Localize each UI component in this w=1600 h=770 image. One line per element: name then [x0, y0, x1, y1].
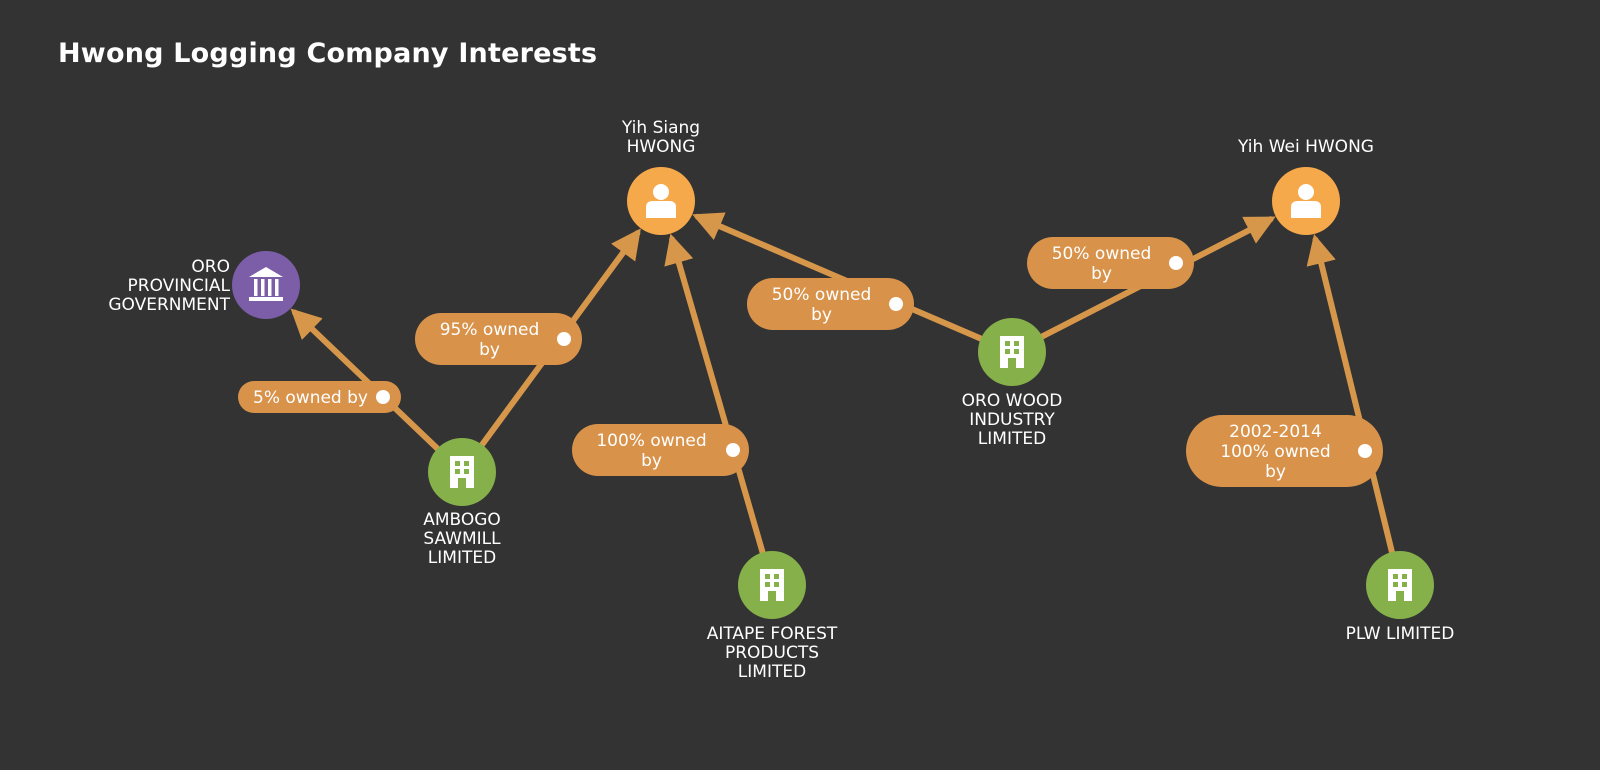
badge-label-line: by [641, 451, 662, 471]
badge-label-line: 100% owned [1220, 442, 1330, 462]
ownership-edge-plw-to-yih-wei [1306, 234, 1395, 555]
badge-dot [726, 443, 740, 457]
node-label-line: GOVERNMENT [108, 295, 230, 315]
node-label-line: ORO [191, 257, 230, 277]
company-building-icon [450, 456, 474, 488]
node-label-line: INDUSTRY [969, 410, 1055, 430]
node-plw[interactable]: PLW LIMITED [1346, 551, 1455, 644]
government-building-icon [249, 267, 283, 301]
node-label-line: LIMITED [428, 548, 496, 568]
node-label-line: LIMITED [738, 662, 806, 682]
badge-pill [747, 278, 914, 330]
badge-dot [557, 332, 571, 346]
badge-label-line: by [811, 305, 832, 325]
ownership-edge-aitape-to-yih-siang [664, 233, 766, 556]
company-building-icon [1388, 569, 1412, 601]
badge-dot [1358, 444, 1372, 458]
badge-pill [572, 424, 749, 476]
diagram-title: Hwong Logging Company Interests [58, 38, 598, 69]
node-label-line: Yih Siang [621, 118, 700, 138]
badge-pill [1186, 415, 1383, 487]
node-label-line: SAWMILL [423, 529, 501, 549]
node-label-line: ORO WOOD [962, 391, 1063, 411]
person-icon [1291, 184, 1321, 218]
node-label-line: HWONG [627, 137, 696, 157]
badge-label-line: 5% owned by [253, 388, 368, 408]
badge-label-line: 95% owned [440, 320, 540, 340]
person-icon [646, 184, 676, 218]
badge-dot [889, 297, 903, 311]
badge-pill [238, 381, 401, 413]
node-circle [232, 251, 300, 319]
badge-label-line: by [1091, 264, 1112, 284]
badge-label-line: 50% owned [772, 285, 872, 305]
ownership-edge-oro-wood-to-yih-siang [692, 212, 984, 342]
badge-label-line: 50% owned [1052, 244, 1152, 264]
badge-pill [415, 313, 582, 365]
node-label-line: PROVINCIAL [128, 276, 231, 296]
node-label-line: AMBOGO [423, 510, 501, 530]
badge-dot [376, 390, 390, 404]
company-building-icon [760, 569, 784, 601]
ownership-badge: 5% owned by [238, 381, 401, 413]
node-label-line: AITAPE FOREST [707, 624, 838, 644]
node-label-line: Yih Wei HWONG [1237, 137, 1374, 157]
node-yih-wei[interactable]: Yih Wei HWONG [1237, 137, 1374, 235]
badge-label-line: by [1265, 462, 1286, 482]
node-label-line: PRODUCTS [725, 643, 819, 663]
node-label-line: LIMITED [978, 429, 1046, 449]
badge-label-line: 100% owned [596, 431, 706, 451]
badge-pill [1027, 237, 1194, 289]
company-building-icon [1000, 336, 1024, 368]
badge-dot [1169, 256, 1183, 270]
badge-label-line: by [479, 340, 500, 360]
ownership-edge-ambogo-to-oro-gov [290, 308, 441, 452]
node-label-line: PLW LIMITED [1346, 624, 1455, 644]
badge-label-line: 2002-2014 [1229, 422, 1322, 442]
